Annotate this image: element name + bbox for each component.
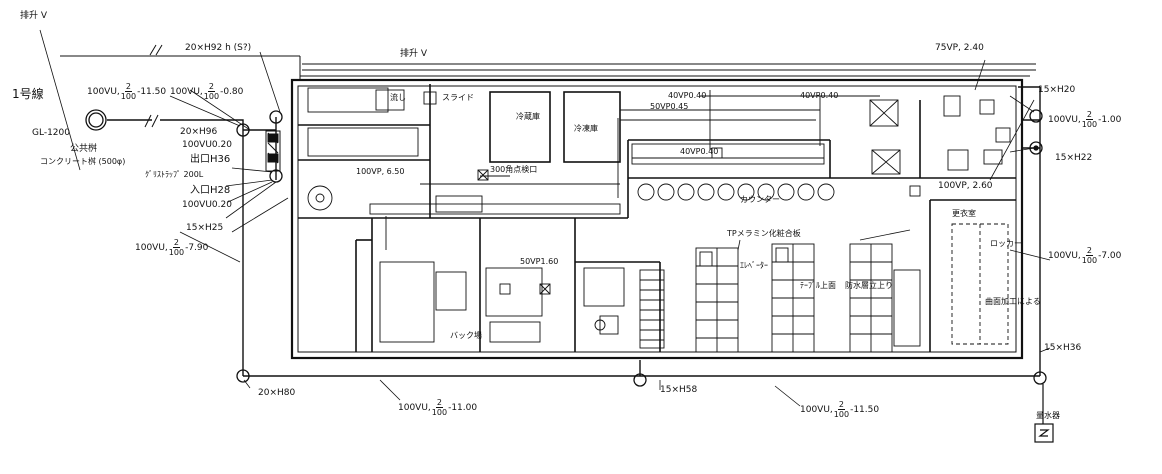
break-marks [144,44,163,128]
manholes [85,109,1047,387]
outlet-label: 出口H36 [190,154,231,165]
back-yard-label: バック場 [450,331,482,340]
range-burners [637,183,835,201]
main-line-label: 1号線 [12,87,44,101]
size-h25-label: 15×H25 [186,223,224,233]
elevator-note: ｴﾚﾍﾞｰﾀｰ [740,261,768,270]
interior-walls [298,84,1016,352]
leader-lines [39,29,1051,407]
bypass-label-left: 排升 V [20,11,48,21]
external-drain-lines [107,86,1041,377]
pipe-small3-label: 40VP0.40 [800,91,839,100]
pipe-vu020-label: 100VU0.20 [182,140,232,150]
inlet-label: 入口H28 [190,185,231,196]
water-meter-label: 量水器 [1036,411,1060,420]
locker-label: ロッカー [990,239,1022,248]
counter-label: カウンター [740,195,780,204]
floor-note: 防水層立上り [845,281,893,290]
pit-size-label: 20×H92 h (S?) [185,43,252,53]
grease-trap [265,130,281,172]
size-h58-label: 15×H58 [660,385,698,395]
size-h22-label: 15×H22 [1055,153,1093,163]
building-outline [290,78,1024,360]
interior-details [307,87,1011,349]
size-h36-label: 15×H36 [1044,343,1082,353]
desks [695,243,921,353]
desk-material-label: TPメラミン化粧合板 [727,229,801,238]
concrete-basin-label: コンクリート桝 (500φ) [40,157,126,166]
slider-label: スライド [442,93,474,102]
pipe-75vp-label: 75VP, 2.40 [935,43,984,53]
gl-label: GL-1200 [32,128,70,138]
size-h80-label: 20×H80 [258,388,296,398]
pipe-small1-label: 40VP0.40 [668,91,707,100]
size-h96-label: 20×H96 [180,127,218,137]
pipe-vp260-label: 100VP, 2.60 [938,181,993,191]
inspection-hole-label: 300角点検口 [490,165,538,174]
grease-trap-label: ｸﾞﾘｽﾄﾗｯﾌﾟ 200L [145,170,204,179]
desk-note: ﾃｰﾌﾞﾙ上面 [800,281,836,290]
drain-fittings [423,91,921,295]
changing-room-label: 更衣室 [952,209,976,218]
sink-label: 流し [390,93,406,102]
fridge-label: 冷蔵庫 [516,112,540,121]
pipe-small4-label: 40VP0.40 [680,147,719,156]
freezer-label: 冷凍庫 [574,124,598,133]
pipe-vp160-label: 50VP1.60 [520,257,559,266]
water-meter-box [1034,384,1054,443]
cabinet-note: 曲面加工による [985,297,1041,306]
top-duct [300,63,1036,77]
pipe-small2-label: 50VP0.45 [650,102,689,111]
size-h20-label: 15×H20 [1038,85,1076,95]
pipe-vu020b-label: 100VU0.20 [182,200,232,210]
public-basin-label: 公共桝 [70,144,98,154]
pipe-vp650-label: 100VP, 6.50 [356,167,405,176]
lockers [951,223,1009,345]
bypass-label-center: 排升 V [400,49,428,59]
